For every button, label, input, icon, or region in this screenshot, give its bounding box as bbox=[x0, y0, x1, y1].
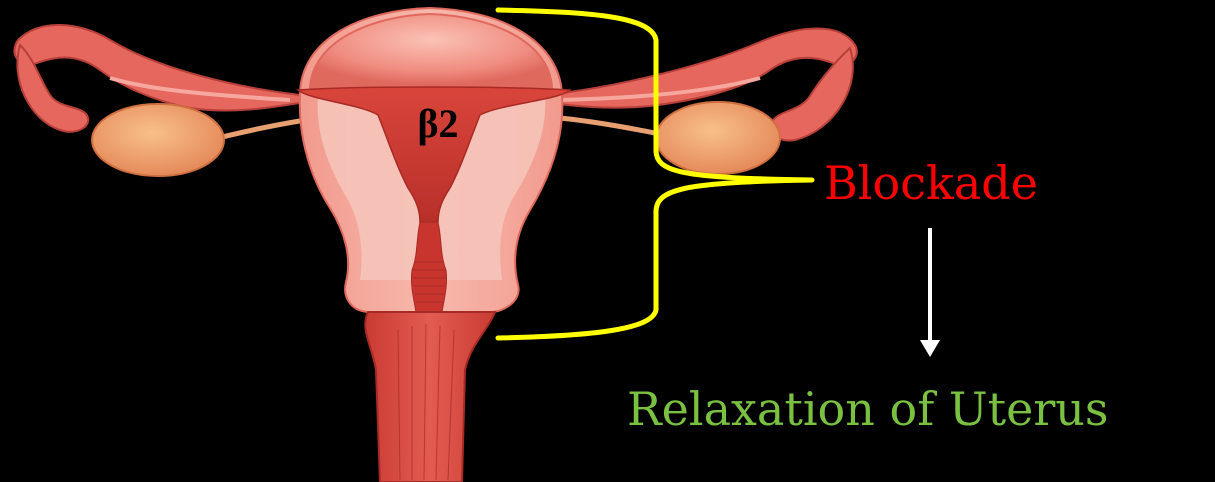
uterine-fundus bbox=[310, 14, 552, 88]
left-ovary bbox=[92, 104, 224, 176]
effect-label: Blockade bbox=[824, 160, 1038, 206]
result-label: Relaxation of Uterus bbox=[627, 386, 1109, 432]
receptor-label: β2 bbox=[395, 104, 481, 144]
vagina bbox=[365, 312, 495, 482]
down-arrow-icon bbox=[920, 228, 940, 357]
right-ovary bbox=[656, 102, 780, 174]
